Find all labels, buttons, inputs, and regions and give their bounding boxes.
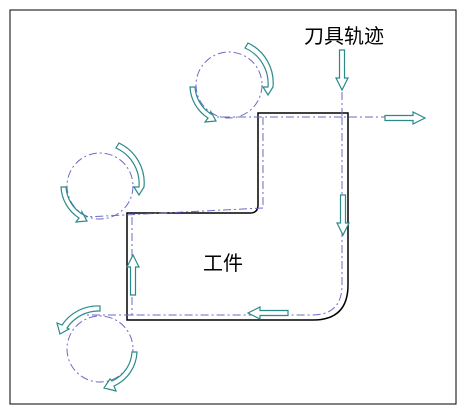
hollow-arrow-icon <box>336 194 350 236</box>
tool-path-lines <box>66 51 405 383</box>
diagram-frame <box>9 9 457 405</box>
hollow-arrow-icon <box>126 254 140 296</box>
hollow-arrow-icon <box>384 111 426 125</box>
hollow-arrow-icon <box>247 306 289 320</box>
workpiece-label: 工件 <box>203 251 243 275</box>
workpiece-outline <box>126 112 349 321</box>
curved-arrow-icon <box>56 42 274 392</box>
tool-path-label: 刀具轨迹 <box>304 24 384 48</box>
hollow-arrow-icon <box>335 49 349 91</box>
